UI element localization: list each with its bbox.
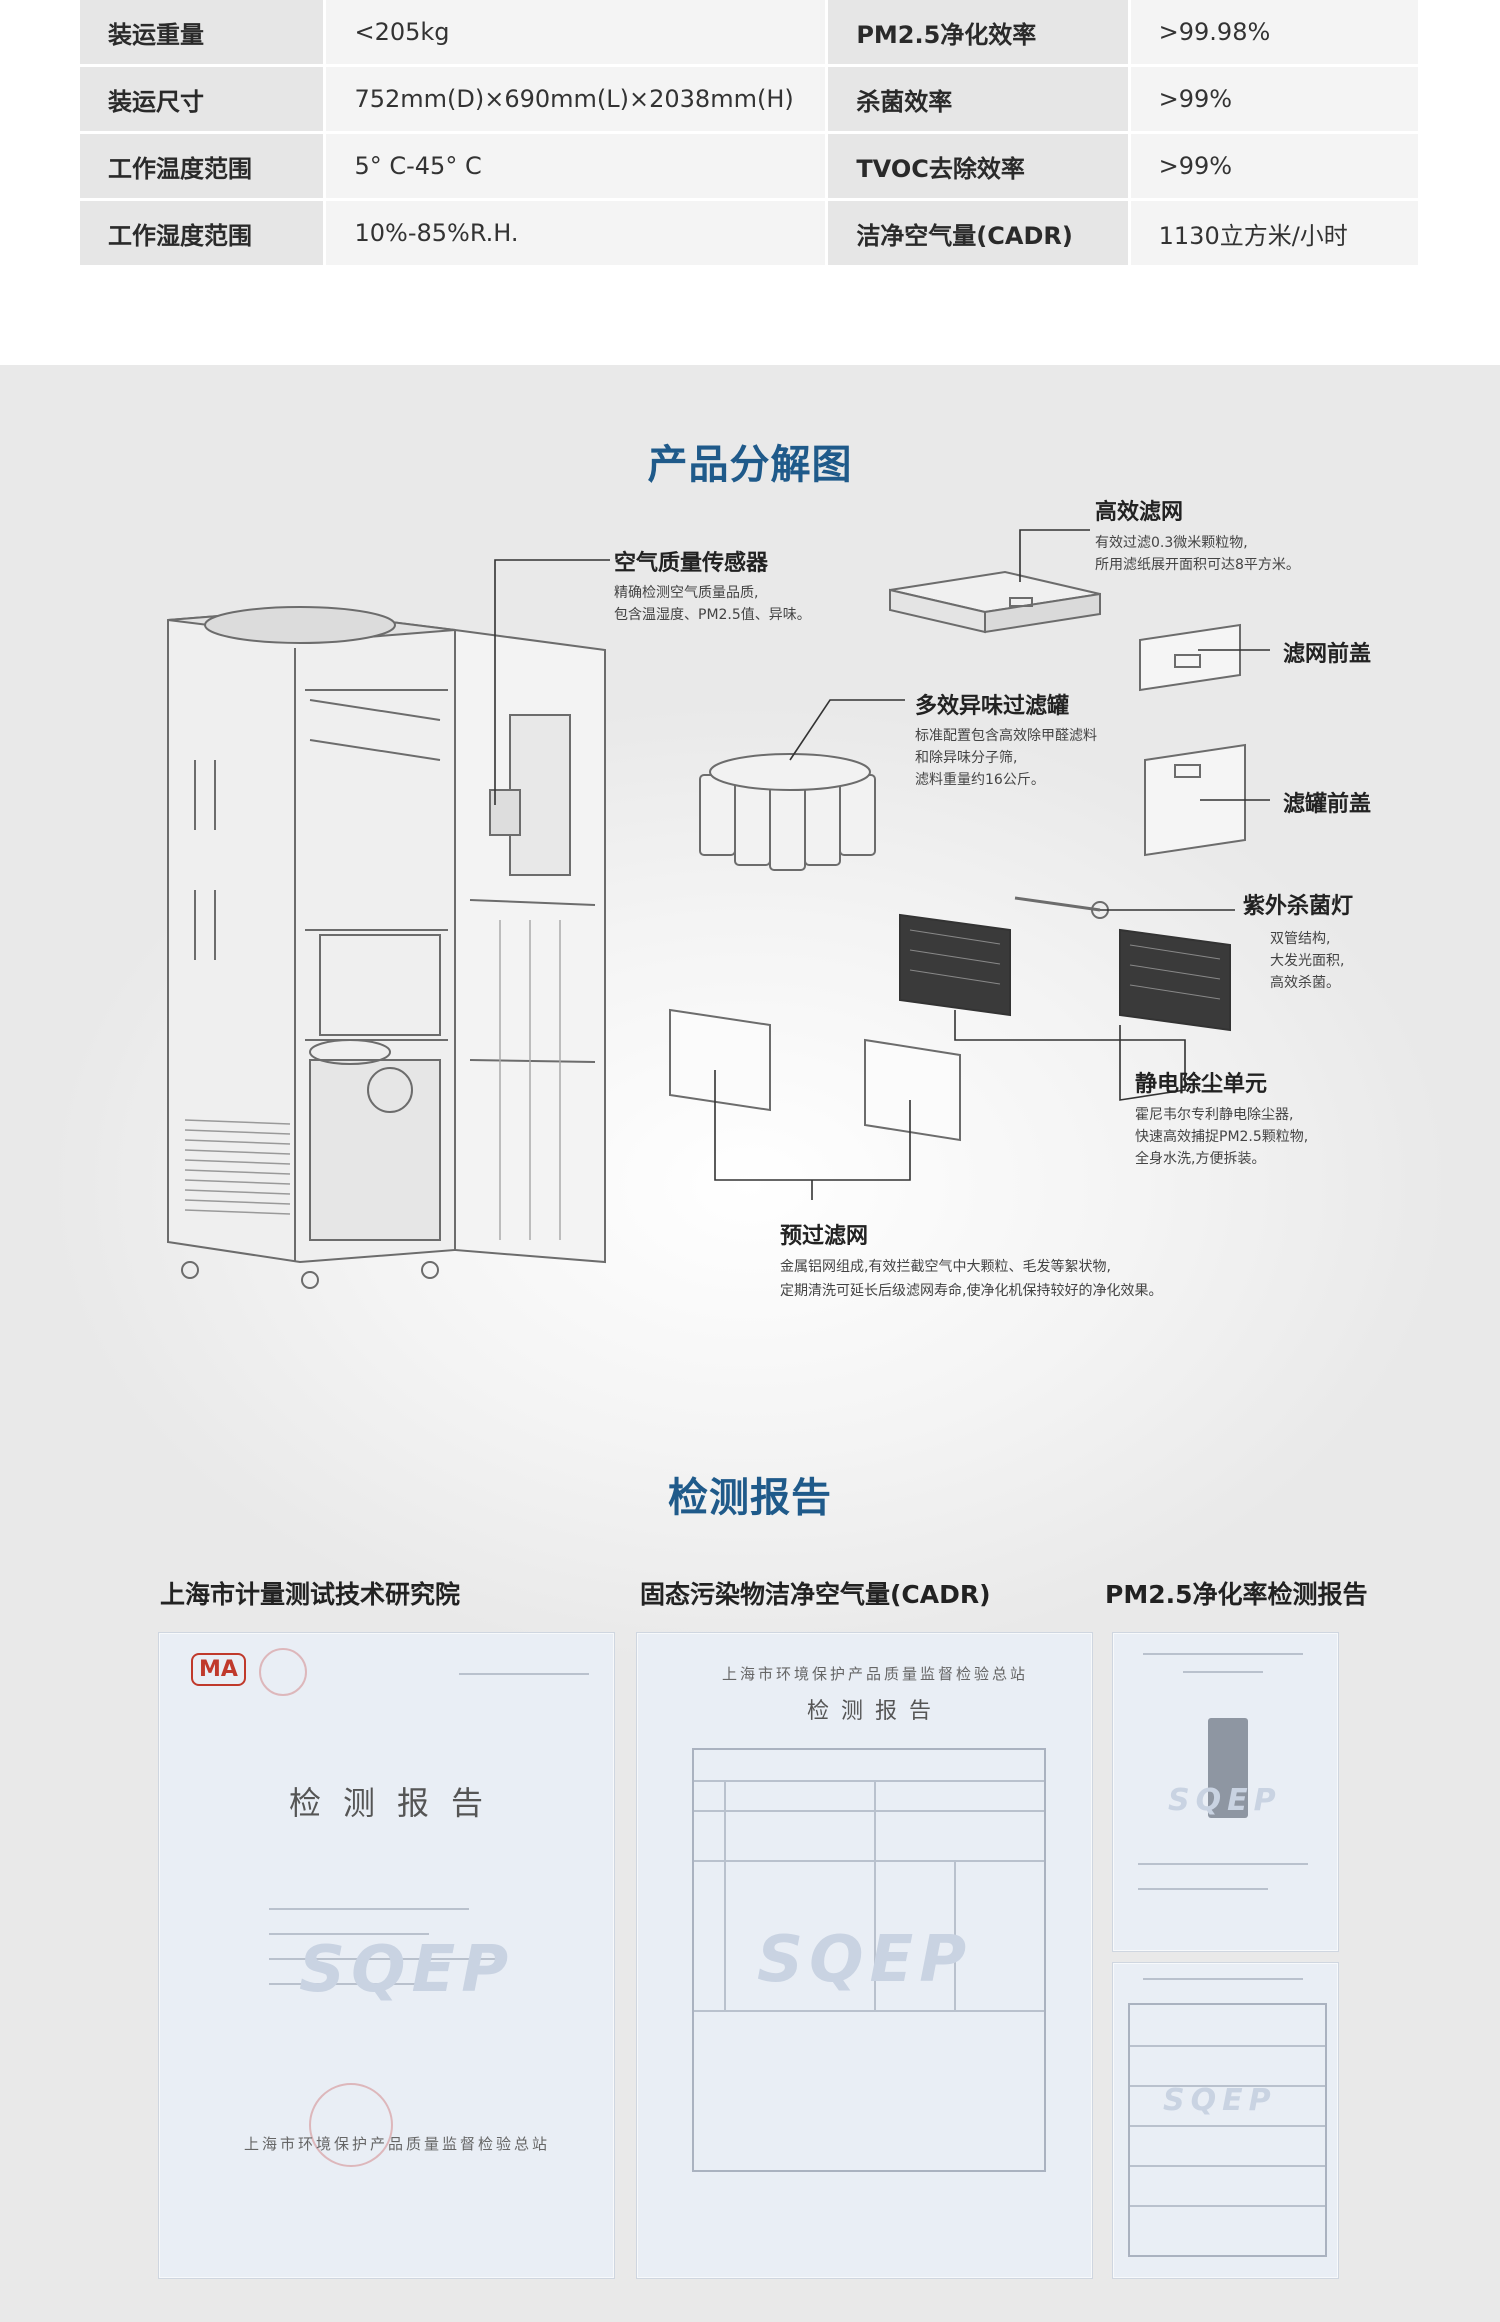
spec-value: 752mm(D)×690mm(L)×2038mm(H) xyxy=(326,67,826,131)
doc-line xyxy=(459,1673,589,1675)
front-cover-label: 滤网前盖 xyxy=(1283,642,1372,667)
uv-lamp-label: 紫外杀菌灯 xyxy=(1243,894,1354,919)
doc3b-table xyxy=(1128,2003,1327,2257)
exploded-view-title: 产品分解图 xyxy=(647,442,853,488)
spec-row: 工作湿度范围 10%-85%R.H. 洁净空气量(CADR) 1130立方米/小… xyxy=(80,201,1418,265)
pre-filter-desc: 定期清洗可延长后级滤网寿命,使净化机保持较好的净化效果。 xyxy=(780,1283,1163,1299)
doc-line xyxy=(694,1860,1044,1862)
purifier-photo xyxy=(1208,1718,1248,1818)
spec-table: 装运重量 <205kg PM2.5净化效率 >99.98% 装运尺寸 752mm… xyxy=(80,0,1418,268)
esp-desc: 全身水洗,方便拆装。 xyxy=(1135,1151,1266,1167)
spec-row: 工作温度范围 5° C-45° C TVOC去除效率 >99% xyxy=(80,134,1418,198)
watermark: SQEP xyxy=(1168,1783,1282,1818)
spec-label: 杀菌效率 xyxy=(828,67,1128,131)
doc-line xyxy=(1138,1888,1268,1890)
spec-value: 5° C-45° C xyxy=(326,134,826,198)
sensor-label: 空气质量传感器 xyxy=(614,551,769,576)
uv-desc: 双管结构, xyxy=(1270,931,1331,947)
reports-title: 检测报告 xyxy=(668,1475,832,1521)
hepa-desc: 所用滤纸展开面积可达8平方米。 xyxy=(1095,557,1300,573)
esp-desc: 霍尼韦尔专利静电除尘器, xyxy=(1135,1107,1294,1123)
doc1-footer: 上海市环境保护产品质量监督检验总站 xyxy=(244,2135,551,2153)
doc-line xyxy=(1130,2045,1325,2047)
esp-desc: 快速高效捕捉PM2.5颗粒物, xyxy=(1135,1129,1309,1145)
doc-line xyxy=(1130,2085,1325,2087)
spec-value: >99.98% xyxy=(1130,0,1418,64)
spec-value: >99% xyxy=(1130,134,1418,198)
spec-label: 装运尺寸 xyxy=(80,67,324,131)
canister-cover-label: 滤罐前盖 xyxy=(1283,792,1372,817)
watermark: SQEP xyxy=(1163,2083,1277,2118)
canister-desc: 和除异味分子筛, xyxy=(915,750,1018,766)
canister-label: 多效异味过滤罐 xyxy=(915,694,1070,719)
sensor-desc: 包含温湿度、PM2.5值、异味。 xyxy=(614,607,811,623)
doc-line xyxy=(1130,2125,1325,2127)
pre-filter-desc: 金属铝网组成,有效拦截空气中大颗粒、毛发等絮状物, xyxy=(780,1259,1111,1275)
cma-mark: MA xyxy=(191,1653,246,1686)
uv-desc: 大发光面积, xyxy=(1270,953,1345,969)
canister-desc: 标准配置包含高效除甲醛滤料 xyxy=(915,728,1097,744)
pre-filter-label: 预过滤网 xyxy=(780,1224,869,1249)
doc-line xyxy=(269,1983,419,1985)
doc-line xyxy=(269,1958,499,1960)
hepa-label: 高效滤网 xyxy=(1095,500,1184,525)
spec-label: PM2.5净化效率 xyxy=(828,0,1128,64)
spec-label: TVOC去除效率 xyxy=(828,134,1128,198)
doc-line xyxy=(1183,1671,1263,1673)
report-document-1[interactable]: MA 检测报告 SQEP 上海市环境保护产品质量监督检验总站 xyxy=(158,1632,615,2279)
canister-desc: 滤料重量约16公斤。 xyxy=(915,772,1045,788)
exploded-view-drawing xyxy=(167,529,1270,1289)
spec-row: 装运重量 <205kg PM2.5净化效率 >99.98% xyxy=(80,0,1418,64)
report-caption-3: PM2.5净化率检测报告 xyxy=(1105,1580,1368,1609)
doc-line xyxy=(874,1780,876,2010)
cal-seal-icon xyxy=(259,1648,307,1696)
report-caption-1: 上海市计量测试技术研究院 xyxy=(160,1580,461,1609)
doc-line xyxy=(724,1780,726,2010)
spec-label: 工作湿度范围 xyxy=(80,201,324,265)
doc2-header: 上海市环境保护产品质量监督检验总站 xyxy=(722,1665,1029,1683)
spec-label: 工作温度范围 xyxy=(80,134,324,198)
doc-line xyxy=(694,2010,1044,2012)
sensor-desc: 精确检测空气质量品质, xyxy=(614,585,759,601)
watermark: SQEP xyxy=(757,1923,973,1997)
doc-line xyxy=(954,1860,956,2010)
red-stamp-icon xyxy=(309,2083,393,2167)
doc-line xyxy=(694,1780,1044,1782)
doc-line xyxy=(1130,2205,1325,2207)
spec-label: 洁净空气量(CADR) xyxy=(828,201,1128,265)
doc2-title: 检测报告 xyxy=(807,1699,944,1724)
doc-line xyxy=(694,1810,1044,1812)
doc-line xyxy=(269,1908,469,1910)
report-caption-2: 固态污染物洁净空气量(CADR) xyxy=(640,1580,991,1609)
watermark: SQEP xyxy=(299,1933,515,2007)
hepa-desc: 有效过滤0.3微米颗粒物, xyxy=(1095,535,1248,551)
spec-value: >99% xyxy=(1130,67,1418,131)
spec-row: 装运尺寸 752mm(D)×690mm(L)×2038mm(H) 杀菌效率 >9… xyxy=(80,67,1418,131)
doc-line xyxy=(269,1933,429,1935)
uv-desc: 高效杀菌。 xyxy=(1270,975,1340,991)
spec-value: <205kg xyxy=(326,0,826,64)
doc-line xyxy=(1143,1978,1303,1980)
doc-line xyxy=(1143,1653,1303,1655)
spec-value: 10%-85%R.H. xyxy=(326,201,826,265)
doc2-table xyxy=(692,1748,1046,2172)
doc1-title: 检测报告 xyxy=(289,1784,506,1822)
doc-line xyxy=(1138,1863,1308,1865)
spec-value: 1130立方米/小时 xyxy=(1130,201,1418,265)
report-document-3b[interactable]: SQEP xyxy=(1112,1962,1339,2279)
doc-line xyxy=(1130,2165,1325,2167)
report-document-3a[interactable]: SQEP xyxy=(1112,1632,1339,1952)
spec-label: 装运重量 xyxy=(80,0,324,64)
esp-label: 静电除尘单元 xyxy=(1135,1072,1268,1097)
report-document-2[interactable]: 上海市环境保护产品质量监督检验总站 检测报告 SQEP xyxy=(636,1632,1093,2279)
